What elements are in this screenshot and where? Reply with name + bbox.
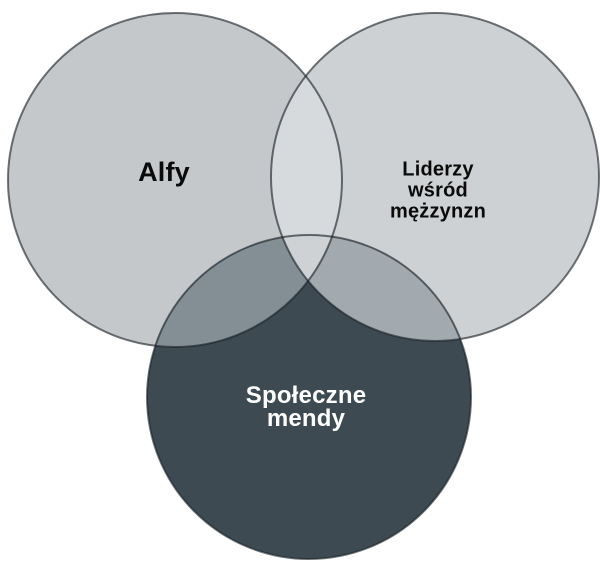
label-alfy: Alfy [138, 157, 190, 187]
label-spoleczne: Społeczne mendy [245, 382, 367, 432]
circle-liderzy-outline [270, 12, 600, 342]
overlap-alfy-spoleczne [147, 235, 342, 347]
circle-spoleczne-outline [146, 234, 472, 560]
circle-alfy-outline [7, 12, 343, 348]
overlap-liderzy-spoleczne [271, 235, 471, 341]
label-liderzy: Liderzy wśród mężzynzn [389, 158, 487, 223]
